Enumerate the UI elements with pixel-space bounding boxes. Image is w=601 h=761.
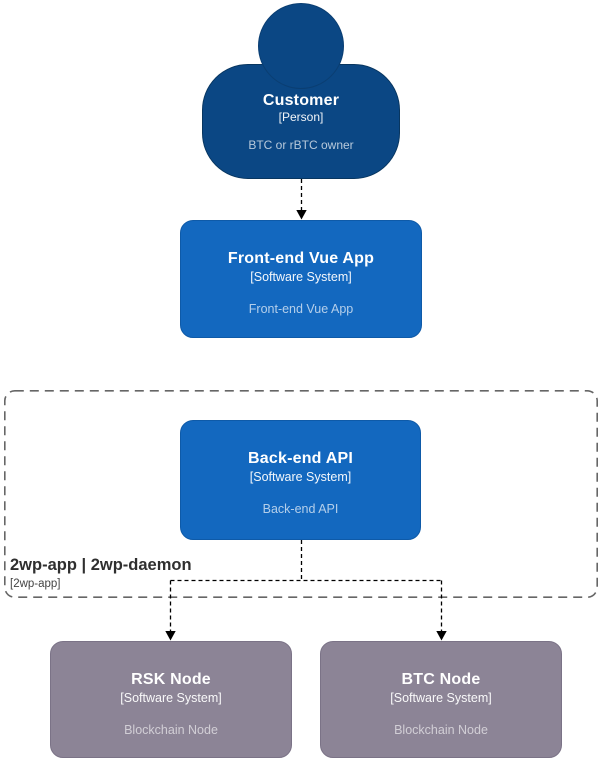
boundary-subtitle: [2wp-app] bbox=[10, 578, 61, 590]
node-customer: Customer [Person] BTC or rBTC owner bbox=[202, 3, 400, 179]
node-description: Blockchain Node bbox=[124, 723, 218, 737]
node-description: Front-end Vue App bbox=[248, 302, 354, 316]
node-type-label: [Software System] bbox=[390, 691, 492, 705]
node-btc-node: BTC Node [Software System] Blockchain No… bbox=[320, 641, 562, 758]
node-rsk-node: RSK Node [Software System] Blockchain No… bbox=[50, 641, 292, 758]
node-title: Back-end API bbox=[248, 450, 353, 467]
node-type-label: [Person] bbox=[278, 110, 324, 124]
node-description: Blockchain Node bbox=[394, 723, 488, 737]
node-description: Back-end API bbox=[262, 502, 339, 516]
node-title: BTC Node bbox=[401, 671, 481, 688]
edge-backend-split bbox=[169, 540, 443, 631]
boundary-title: 2wp-app | 2wp-daemon bbox=[10, 556, 192, 574]
boundary-label: 2wp-app | 2wp-daemon [2wp-app] bbox=[10, 556, 192, 591]
arrowhead-btc bbox=[436, 631, 447, 641]
node-frontend-vue-app: Front-end Vue App [Software System] Fron… bbox=[180, 220, 422, 338]
person-body-shape: Customer [Person] BTC or rBTC owner bbox=[202, 64, 400, 179]
node-title: Customer bbox=[262, 92, 340, 109]
node-type-label: [Software System] bbox=[250, 270, 352, 284]
node-title: Front-end Vue App bbox=[227, 250, 375, 267]
person-head-icon bbox=[258, 3, 344, 89]
node-type-label: [Software System] bbox=[249, 470, 352, 484]
node-description: BTC or rBTC owner bbox=[248, 138, 354, 152]
arrowhead-frontend bbox=[296, 210, 307, 220]
node-type-label: [Software System] bbox=[120, 691, 222, 705]
node-backend-api: Back-end API [Software System] Back-end … bbox=[180, 420, 421, 540]
node-title: RSK Node bbox=[131, 671, 211, 688]
arrowhead-rsk bbox=[165, 631, 176, 641]
boundary-2wp-app bbox=[4, 389, 599, 598]
